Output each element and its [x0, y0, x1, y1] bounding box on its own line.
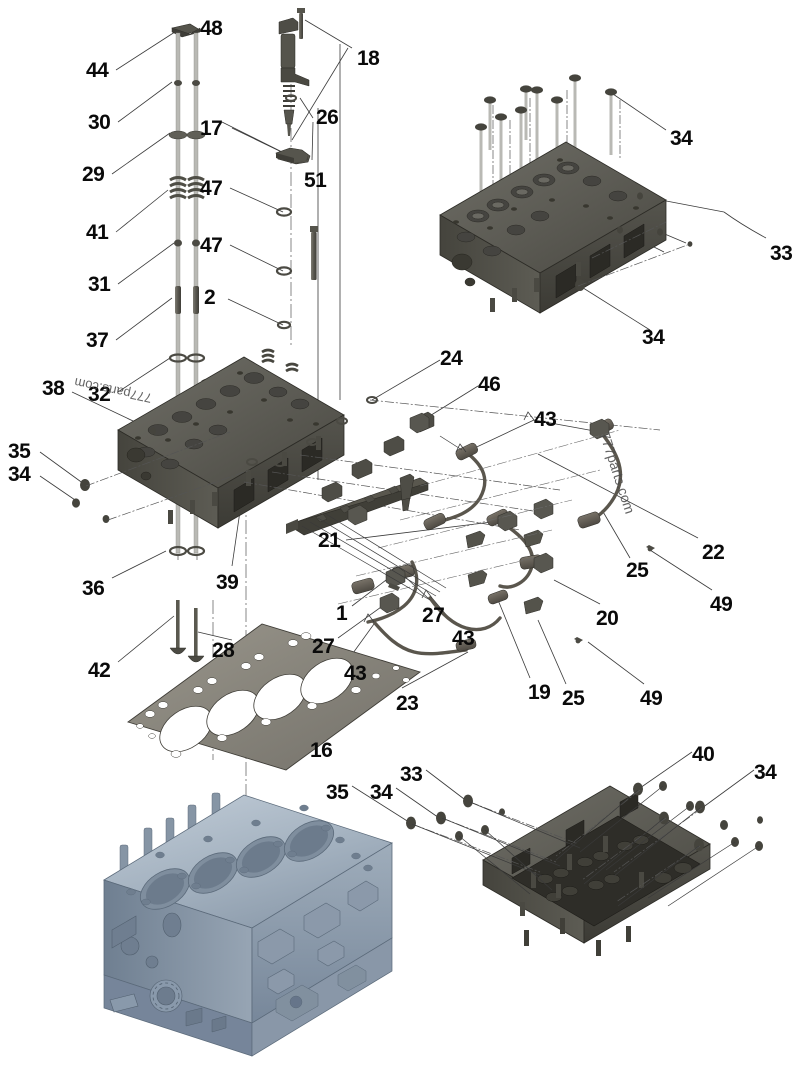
callout-41[interactable]: 41 [86, 221, 109, 244]
callout-22[interactable]: 22 [702, 541, 725, 564]
callout-21[interactable]: 21 [318, 529, 341, 552]
callout-29[interactable]: 29 [82, 163, 105, 186]
callout-24[interactable]: 24 [440, 347, 463, 370]
callout-43[interactable]: 43 [452, 627, 475, 650]
callout-18[interactable]: 18 [357, 47, 380, 70]
callout-27[interactable]: 27 [312, 635, 335, 658]
callout-49[interactable]: 49 [710, 593, 733, 616]
callout-34[interactable]: 34 [670, 127, 693, 150]
callout-44[interactable]: 44 [86, 59, 109, 82]
callout-34[interactable]: 34 [8, 463, 31, 486]
callout-33[interactable]: 33 [770, 242, 793, 265]
callout-49[interactable]: 49 [640, 687, 663, 710]
callout-51[interactable]: 51 [304, 169, 327, 192]
o-ring-row [246, 396, 378, 467]
cylinder-head-upper-right [439, 74, 693, 314]
callout-16[interactable]: 16 [310, 739, 333, 762]
callout-30[interactable]: 30 [88, 111, 111, 134]
callout-34[interactable]: 34 [370, 781, 393, 804]
callout-38[interactable]: 38 [42, 377, 65, 400]
callout-20[interactable]: 20 [596, 607, 619, 630]
callout-47[interactable]: 47 [200, 234, 223, 257]
callout-25[interactable]: 25 [562, 687, 585, 710]
callout-37[interactable]: 37 [86, 329, 109, 352]
callout-35[interactable]: 35 [8, 440, 31, 463]
injector-parts [275, 8, 318, 330]
callout-19[interactable]: 19 [528, 681, 551, 704]
callout-17[interactable]: 17 [200, 117, 223, 140]
callout-48[interactable]: 48 [200, 17, 223, 40]
callout-47[interactable]: 47 [200, 177, 223, 200]
fuel-rail-assembly [286, 411, 655, 656]
callout-25[interactable]: 25 [626, 559, 649, 582]
cylinder-head-center [72, 348, 345, 529]
cylinder-head-lower-right [406, 781, 763, 956]
callout-1[interactable]: 1 [336, 602, 348, 625]
callout-32[interactable]: 32 [88, 383, 111, 406]
callout-34[interactable]: 34 [754, 761, 777, 784]
callout-28[interactable]: 28 [212, 639, 235, 662]
callout-27[interactable]: 27 [422, 604, 445, 627]
callout-42[interactable]: 42 [88, 659, 111, 682]
callout-34[interactable]: 34 [642, 326, 665, 349]
head-gasket [127, 623, 421, 771]
callout-23[interactable]: 23 [396, 692, 419, 715]
callout-26[interactable]: 26 [316, 106, 339, 129]
callout-43[interactable]: 43 [534, 408, 557, 431]
valve-train-parts [168, 23, 206, 663]
engine-cylinder-block [103, 792, 393, 1057]
callout-31[interactable]: 31 [88, 273, 111, 296]
callout-43[interactable]: 43 [344, 662, 367, 685]
callout-36[interactable]: 36 [82, 577, 105, 600]
callout-2[interactable]: 2 [204, 286, 216, 309]
callout-46[interactable]: 46 [478, 373, 501, 396]
callout-40[interactable]: 40 [692, 743, 715, 766]
callout-33[interactable]: 33 [400, 763, 423, 786]
callout-35[interactable]: 35 [326, 781, 349, 804]
callout-39[interactable]: 39 [216, 571, 239, 594]
